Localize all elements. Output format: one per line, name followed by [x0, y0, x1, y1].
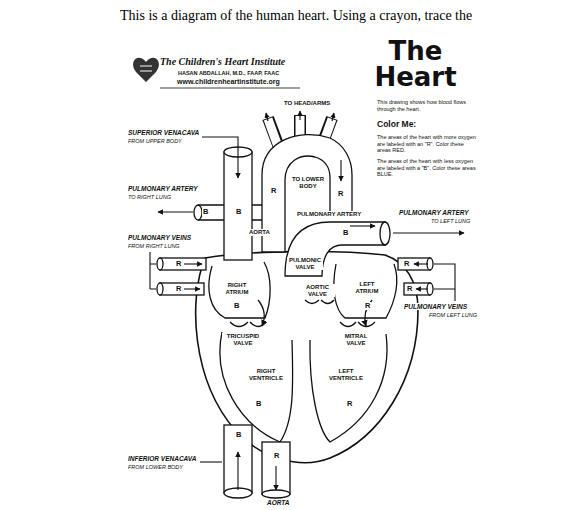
flow-arrow [258, 300, 264, 326]
color-letter: B [235, 208, 242, 216]
vessel-sublabel: TO RIGHT LUNG [127, 194, 172, 200]
vessel-label: PULMONARY ARTERY [398, 209, 470, 216]
flow-arrow [184, 288, 200, 289]
descending-aorta [262, 442, 290, 494]
part-label: PULMONIC VALVE [287, 257, 323, 270]
flow-arrow [275, 466, 276, 490]
vessel-sublabel: FROM UPPER BODY [127, 138, 183, 144]
note-text: The areas of the heart with more oxygen … [377, 134, 477, 154]
left-atrium-wall [334, 264, 397, 318]
color-letter: B [202, 208, 209, 216]
right-atrium-wall [209, 262, 270, 318]
page-title: The Heart [368, 38, 463, 90]
vessel-sublabel: TO LEFT LUNG [430, 218, 471, 224]
vessel-sublabel: FROM RIGHT LUNG [127, 243, 181, 249]
logo-detail [140, 66, 152, 71]
part-label: RIGHT ATRIUM [220, 282, 254, 295]
color-letter: R [175, 285, 182, 293]
flow-arrow [332, 113, 334, 121]
part-label: AORTIC VALVE [300, 284, 335, 297]
vessel-end [380, 222, 390, 245]
left-ventricle-wall [310, 334, 387, 442]
leader-arrow [202, 137, 238, 178]
color-letter: R [273, 452, 280, 460]
part-label: RIGHT VENTRICLE [243, 368, 289, 381]
part-label: LEFT VENTRICLE [323, 368, 369, 381]
tricuspid-valve [230, 322, 266, 327]
instruction-text: This is a diagram of the human heart. Us… [120, 8, 472, 24]
leader-line [150, 252, 156, 289]
flow-arrow [414, 263, 428, 264]
vessel-sublabel: FROM LEFT LUNG [428, 312, 478, 318]
inferior-vena-cava [224, 425, 252, 493]
color-letter: R [403, 260, 410, 268]
part-label: AORTA [248, 229, 271, 236]
color-letter: B [233, 302, 240, 310]
flow-arrow [299, 111, 300, 120]
vessel-label: SUPERIOR VENACAVA [127, 129, 200, 136]
flow-arrow [340, 160, 341, 181]
vessel-end [157, 258, 163, 270]
part-label: PULMONARY ARTERY [296, 211, 362, 218]
color-letter: B [342, 229, 349, 237]
vessel-end [157, 283, 163, 295]
part-label: TRICUSPID VALVE [222, 333, 264, 346]
color-letter: R [175, 260, 182, 268]
flow-arrow [365, 300, 372, 326]
pulmonary-vein [160, 283, 204, 295]
vessel-label: PULMONARY ARTERY [127, 185, 199, 192]
vessel-sublabel: FROM LOWER BODY [127, 464, 184, 470]
leader-arrow [393, 232, 464, 233]
flow-arrow [184, 263, 202, 264]
pulmonary-vein [160, 258, 206, 270]
vessel-end [194, 205, 202, 220]
pulmonary-vein [404, 283, 430, 295]
note-text: This drawing shows how blood flows throu… [377, 99, 477, 112]
logo-doctor: HASAN ABDALLAH, M.D., FAAP, FAAC [178, 70, 279, 76]
flow-arrow [266, 113, 268, 121]
mitral-valve [340, 322, 375, 327]
flow-arrow [237, 452, 238, 490]
color-letter: R [364, 302, 371, 310]
leader-line [434, 264, 455, 301]
note-heading: Color Me: [377, 120, 416, 130]
logo-url: www.childrenheartinstitute.org [177, 78, 280, 86]
flow-arrow [416, 288, 428, 289]
part-label: MITRAL VALVE [336, 333, 376, 346]
part-label: TO LOWER BODY [287, 176, 329, 189]
part-label: LEFT ATRIUM [348, 281, 386, 294]
color-letter: R [346, 400, 353, 408]
color-letter: R [270, 187, 277, 195]
color-letter: R [337, 190, 344, 198]
leader-line [200, 461, 222, 462]
note-text: The areas of the heart with less oxygen … [377, 158, 477, 178]
part-label: TO HEAD/ARMS [283, 100, 331, 107]
leader-arrow [158, 211, 193, 212]
pulmonary-vein [398, 258, 430, 270]
logo-heart [133, 58, 159, 82]
pulmonary-artery [285, 222, 385, 276]
logo-rule [160, 88, 300, 89]
vessel-label: PULMONARY VEINS [127, 234, 192, 241]
flow-arrow [350, 225, 375, 226]
logo-name: The Children's Heart Institute [160, 56, 285, 68]
vessel-label: AORTA [266, 499, 291, 506]
color-letter: B [235, 431, 242, 439]
vessel-end [262, 490, 290, 498]
aortic-valve [305, 300, 334, 304]
color-letter: B [255, 400, 262, 408]
vessel-label: INFERIOR VENACAVA [127, 455, 197, 462]
vessel-label: PULMONARY VEINS [403, 303, 468, 310]
color-letter: R [406, 285, 413, 293]
